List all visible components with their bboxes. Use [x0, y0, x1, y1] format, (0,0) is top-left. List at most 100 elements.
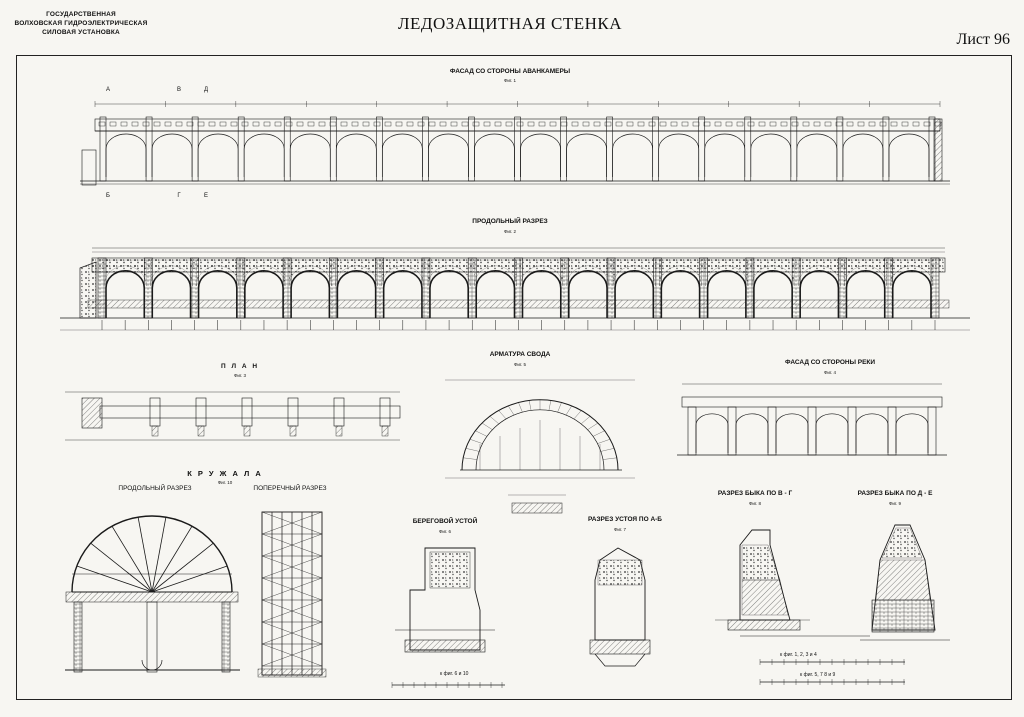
fig1-coping-block: [153, 121, 161, 127]
fig1-pier: [329, 116, 337, 182]
fig7-footing: [589, 639, 651, 655]
fig8-title: РАЗРЕЗ БЫКА ПО В - Г: [717, 490, 793, 497]
fig5-rebar: [581, 416, 591, 424]
fig2-spandrel-fill: [103, 259, 147, 287]
fig1-coping-block: [417, 121, 425, 127]
fig2-spandrel-fill: [705, 259, 748, 287]
fig1-coping-block: [318, 121, 326, 127]
fig1-arch: [105, 133, 147, 177]
fig4-arch: [735, 413, 769, 453]
kruzhala-long-title: ПРОДОЛЬНЫЙ РАЗРЕЗ: [118, 485, 192, 492]
fig3-pier-foot: [151, 425, 159, 437]
fig4-arch: [815, 413, 849, 453]
sheet-title: ЛЕДОЗАЩИТНАЯ СТЕНКА: [397, 14, 623, 33]
fig5-rebar: [508, 405, 515, 416]
fig1-arch: [381, 133, 423, 177]
fig5-rebar: [597, 439, 611, 444]
kruzhala-title: К Р У Ж А Л А: [187, 469, 263, 478]
fig2-spandrel-fill: [242, 259, 286, 287]
fig1-arch: [151, 133, 193, 177]
fig1-coping-block: [164, 121, 172, 127]
fig1-coping-block: [175, 121, 183, 127]
fig1-coping-block: [670, 121, 678, 127]
fig1-title: ФАСАД СО СТОРОНЫ АВАНКАМЕРЫ: [449, 68, 571, 75]
fig1-arch: [428, 133, 469, 177]
fig2-foundation: [87, 299, 950, 309]
fig2-arch: [244, 270, 284, 318]
fig1-coping-block: [879, 121, 887, 127]
fig5-rebar: [592, 430, 605, 437]
org-line-1: ГОСУДАРСТВЕННАЯ: [46, 11, 116, 18]
fig2-spandrel-fill: [196, 259, 239, 287]
fig1-pier: [237, 116, 245, 182]
fig1-coping-block: [912, 121, 920, 127]
drawing-frame: [16, 55, 1012, 700]
fig1-coping-block: [274, 121, 282, 127]
fig1-pier: [468, 116, 475, 182]
fig2-arch: [891, 270, 932, 318]
section-mark-d: Д: [203, 87, 209, 93]
fig1-abutment-right: [933, 118, 943, 182]
fig1-coping-block: [186, 121, 194, 127]
fig3-pier-foot: [243, 425, 251, 437]
fig1-coping-block: [285, 121, 293, 127]
fig1-pier: [283, 116, 291, 182]
org-line-3: СИЛОВАЯ УСТАНОВКА: [42, 29, 120, 36]
section-mark-v: В: [176, 87, 181, 93]
fig1-pier: [652, 116, 659, 182]
fig8-hatch-fill: [741, 579, 789, 616]
fig2-spandrel-fill: [612, 259, 656, 287]
fig1-coping-block: [769, 121, 777, 127]
fig1-coping-block: [868, 121, 876, 127]
fig2-arch: [799, 270, 840, 318]
fig9-hatch-fill: [875, 559, 931, 601]
fig5-rebar: [600, 448, 615, 452]
fig5-rebar: [481, 422, 493, 430]
fig2-arch: [151, 270, 192, 318]
fig1-coping-block: [307, 121, 315, 127]
fig5-title: АРМАТУРА СВОДА: [489, 351, 551, 358]
fig1-coping-block: [98, 121, 106, 127]
centering-spoke: [90, 542, 153, 593]
scaffold-brace: [261, 643, 323, 667]
fig1-coping-block: [197, 121, 205, 127]
fig7-section-outline: [594, 547, 646, 641]
fig1-coping-block: [505, 121, 513, 127]
fig2-arch: [382, 270, 423, 318]
fig3-pier-plan: [195, 397, 207, 427]
fig5-rebar: [465, 448, 480, 452]
fig2-arch: [475, 270, 516, 318]
fig4-pier: [887, 406, 897, 456]
fig2-arch: [429, 270, 470, 318]
fig2-arch: [336, 270, 377, 318]
fig4-parapet: [681, 396, 943, 408]
fig1-coping-block: [241, 121, 249, 127]
scaffold-base: [257, 668, 327, 678]
fig3-title: П Л А Н: [220, 363, 260, 370]
fig1-coping-block: [582, 121, 590, 127]
fig1-coping-block: [329, 121, 337, 127]
fig4-number: Фиг. 4: [823, 370, 837, 375]
fig3-pier-plan: [287, 397, 299, 427]
fig1-arch: [566, 133, 607, 177]
fig9-rubble-fill: [881, 527, 923, 559]
centering-arch: [71, 515, 233, 593]
fig1-coping-block: [120, 121, 128, 127]
fig6-footing: [404, 639, 486, 653]
fig1-coping-block: [791, 121, 799, 127]
fig4-pier: [847, 406, 857, 456]
fig1-coping-block: [340, 121, 348, 127]
fig9-title: РАЗРЕЗ БЫКА ПО Д - Е: [857, 490, 933, 497]
fig1-coping-block: [604, 121, 612, 127]
fig1-pier: [145, 116, 153, 182]
fig1-coping-block: [230, 121, 238, 127]
fig5-rebar: [469, 439, 483, 444]
fig3-number: Фиг. 3: [233, 373, 247, 378]
fig1-coping-block: [703, 121, 711, 127]
fig2-arch: [660, 270, 701, 318]
fig5-rebar: [573, 410, 582, 420]
section-mark-e: Е: [203, 193, 208, 199]
fig1-number: Фиг. 1: [503, 78, 517, 83]
fig4-arch: [695, 413, 729, 453]
